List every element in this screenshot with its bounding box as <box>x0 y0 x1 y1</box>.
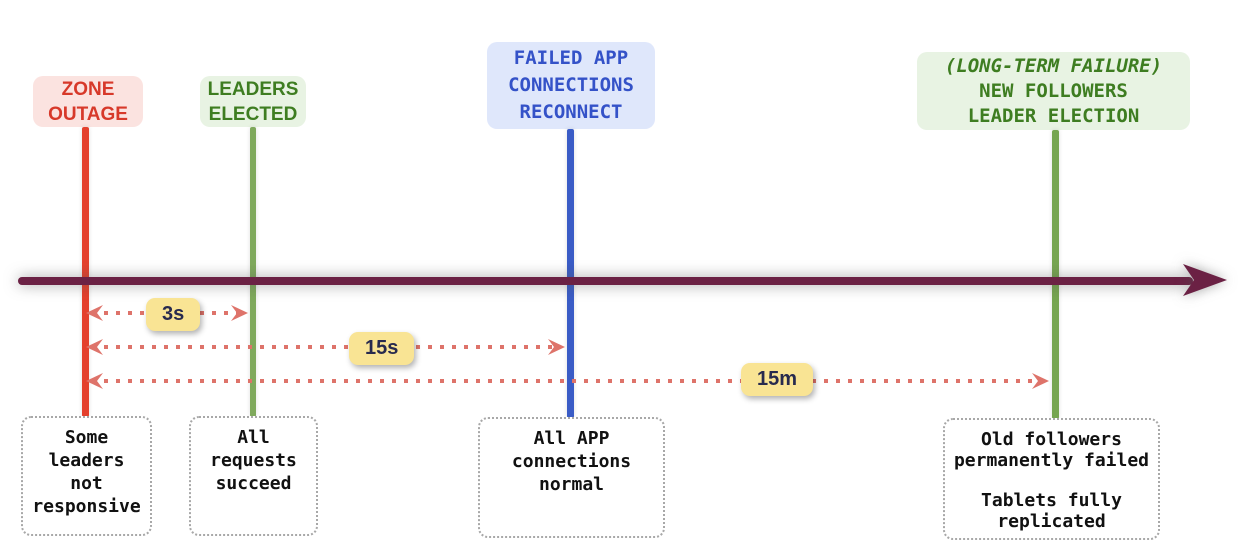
duration-badge-3s: 3s <box>146 298 201 331</box>
arrowhead-right-icon <box>1032 373 1049 389</box>
timeline-axis <box>18 277 1193 285</box>
outcome-text: All <box>237 427 270 448</box>
event-label-text: OUTAGE <box>48 103 128 125</box>
event-label-text: ZONE <box>61 78 115 100</box>
event-label-text: FAILED APP <box>513 47 629 69</box>
outcome-text: succeed <box>215 473 292 494</box>
event-label-text: RECONNECT <box>519 101 623 123</box>
event-label-text: LEADER ELECTION <box>967 104 1140 127</box>
event-label-leaders-elected: LEADERS ELECTED <box>200 76 306 127</box>
event-line-failed-app-connections <box>567 129 574 418</box>
outcome-text <box>945 471 1158 490</box>
arrowhead-right-icon <box>231 305 248 321</box>
outcome-text: Some <box>64 427 109 448</box>
duration-badge-15s: 15s <box>349 332 415 365</box>
event-line-zone-outage <box>82 127 89 417</box>
event-label-zone-outage: ZONE OUTAGE <box>33 76 143 127</box>
outcome-text: Tablets fully <box>981 490 1122 511</box>
event-label-text: LEADERS <box>207 78 299 100</box>
event-label-text: CONNECTIONS <box>508 74 634 96</box>
event-label-long-term-failure: (LONG-TERM FAILURE) NEW FOLLOWERS LEADER… <box>917 52 1190 130</box>
arrowhead-right-icon <box>548 339 565 355</box>
outcome-box-some-leaders-not-responsive: Some leaders not responsive <box>21 416 152 536</box>
duration-arrow-15s <box>92 345 558 349</box>
outcome-text: permanently failed <box>953 450 1150 471</box>
duration-arrow-15m <box>92 379 1042 383</box>
arrowhead-left-icon <box>86 339 103 355</box>
event-label-text: (LONG-TERM FAILURE) <box>944 54 1163 77</box>
event-label-text: ELECTED <box>208 103 298 125</box>
outcome-box-all-requests-succeed: All requests succeed <box>189 416 318 536</box>
outcome-box-old-followers-failed-tablets-replicated: Old followers permanently failed Tablets… <box>943 418 1160 540</box>
event-label-failed-app-connections-reconnect: FAILED APP CONNECTIONS RECONNECT <box>487 42 655 129</box>
outcome-text: not <box>70 473 103 494</box>
duration-badge-15m: 15m <box>741 363 814 396</box>
outcome-box-all-app-connections-normal: All APP connections normal <box>478 417 665 538</box>
outcome-text: All APP <box>533 428 610 449</box>
arrowhead-left-icon <box>86 373 103 389</box>
outcome-text: connections <box>511 451 632 472</box>
event-line-leaders-elected <box>250 127 256 417</box>
outcome-text: requests <box>210 450 297 471</box>
event-line-long-term-failure <box>1052 130 1059 419</box>
outcome-text: leaders <box>48 450 125 471</box>
timeline-arrowhead-icon <box>1183 264 1227 296</box>
event-label-text: NEW FOLLOWERS <box>979 79 1128 102</box>
arrowhead-left-icon <box>86 305 103 321</box>
outcome-text: responsive <box>32 496 141 517</box>
outcome-text: replicated <box>997 511 1106 532</box>
outcome-text: normal <box>538 474 605 495</box>
outcome-text: Old followers <box>981 429 1122 450</box>
